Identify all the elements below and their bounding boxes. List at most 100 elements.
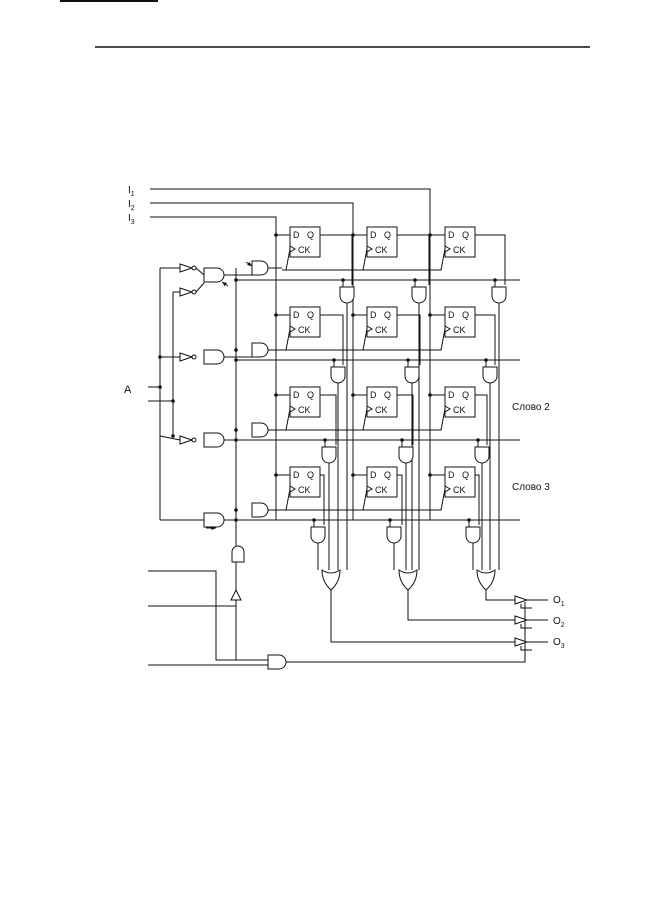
address-label: A — [124, 384, 132, 396]
flipflop-q-label: Q — [462, 230, 469, 240]
flipflop-body — [444, 466, 476, 498]
junction-dot — [274, 233, 278, 237]
wire — [150, 216, 277, 520]
write-and-gate — [251, 260, 269, 276]
flipflop-ck-label: CK — [453, 245, 466, 255]
flipflop-d-label: D — [293, 230, 300, 240]
write-strobe-and-gate — [231, 545, 245, 563]
decoder-and-gate — [203, 512, 225, 528]
flipflop-body — [444, 306, 476, 338]
flipflop-d-label: D — [448, 470, 455, 480]
arrowhead — [247, 261, 252, 266]
wire — [286, 602, 526, 663]
wire — [475, 394, 488, 445]
flipflop-body — [289, 386, 321, 418]
junction-dot — [428, 393, 432, 397]
read-and-gate — [411, 286, 427, 304]
junction-dot — [351, 473, 355, 477]
inverter-bubble — [191, 265, 197, 271]
output-label-o1: O1 — [553, 595, 565, 608]
tristate-buffer-icon — [514, 637, 529, 647]
inverter-bubble — [191, 354, 197, 360]
wire — [485, 590, 515, 601]
input-label-i3: I3 — [128, 213, 135, 226]
wire — [150, 188, 431, 520]
junction-dot — [171, 399, 175, 403]
junction-dot — [413, 278, 417, 282]
inverter-icon — [179, 352, 194, 362]
wire — [282, 488, 291, 511]
decoder-and-gate — [203, 267, 225, 283]
wire — [282, 408, 291, 431]
junction-dot — [332, 358, 336, 362]
clock-triangle-icon — [444, 325, 451, 333]
flipflop-ck-label: CK — [453, 325, 466, 335]
flipflop-q-label: Q — [307, 470, 314, 480]
inverter-icon — [179, 263, 194, 273]
flipflop-ck-label: CK — [298, 245, 311, 255]
clock-triangle-icon — [366, 485, 373, 493]
junction-dot — [234, 428, 238, 432]
wire — [320, 314, 344, 365]
junction-dot — [323, 438, 327, 442]
input-label-i2: I2 — [128, 199, 135, 212]
wire — [282, 488, 446, 511]
clock-triangle-icon — [289, 485, 296, 493]
flipflop-body — [289, 306, 321, 338]
read-and-gate — [339, 286, 355, 304]
wire — [407, 590, 515, 621]
junction-dot — [351, 313, 355, 317]
junction-dot — [274, 393, 278, 397]
flipflop-d-label: D — [448, 390, 455, 400]
wire — [195, 282, 205, 293]
junction-dot — [234, 278, 238, 282]
junction-dot — [274, 313, 278, 317]
wire — [520, 604, 532, 609]
clock-triangle-icon — [289, 405, 296, 413]
inverter-icon — [179, 287, 194, 297]
flipflop-d-label: D — [448, 230, 455, 240]
output-enable-and-gate — [267, 654, 287, 670]
inverter-bubble — [191, 437, 197, 443]
clock-triangle-icon — [366, 325, 373, 333]
tristate-buffer-icon — [514, 595, 529, 605]
flipflop-q-label: Q — [384, 390, 391, 400]
junction-dot — [351, 393, 355, 397]
junction-dot — [467, 518, 471, 522]
wire — [475, 314, 496, 365]
wire — [320, 234, 353, 285]
junction-dot — [234, 348, 238, 352]
wire — [397, 474, 403, 525]
wire — [282, 248, 446, 271]
wire — [148, 570, 275, 661]
input-label-i1: I1 — [128, 185, 135, 198]
junction-dot — [406, 358, 410, 362]
flipflop-ck-label: CK — [453, 405, 466, 415]
wire — [520, 646, 532, 651]
flipflop-d-label: D — [370, 230, 377, 240]
inverter-bubble — [191, 289, 197, 295]
wire — [475, 234, 506, 285]
buffer-up-icon — [230, 588, 242, 601]
junction-dot — [428, 313, 432, 317]
flipflop-q-label: Q — [462, 470, 469, 480]
flipflop-q-label: Q — [462, 310, 469, 320]
junction-dot — [493, 278, 497, 282]
wire — [282, 408, 446, 431]
wiring — [148, 188, 548, 666]
clock-triangle-icon — [444, 245, 451, 253]
flipflop-q-label: Q — [384, 470, 391, 480]
wire — [330, 590, 515, 643]
flipflop-body — [366, 466, 398, 498]
write-and-gate — [251, 502, 269, 518]
wire — [520, 624, 532, 629]
flipflop-body — [289, 226, 321, 258]
junction-dot — [341, 278, 345, 282]
